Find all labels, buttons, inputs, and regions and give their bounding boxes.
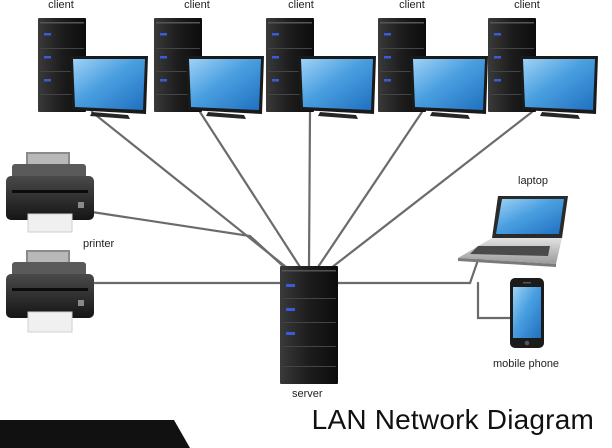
client-computer — [378, 18, 488, 119]
client-label: client — [184, 0, 210, 11]
client-computer — [266, 18, 376, 119]
monitor — [70, 56, 148, 119]
printer-device — [6, 152, 94, 233]
cable-client-5 — [320, 110, 534, 277]
monitor — [410, 56, 488, 119]
cable-client-3 — [307, 110, 312, 268]
client-label: client — [399, 0, 425, 11]
client-computer — [38, 18, 148, 119]
server-label: server — [292, 388, 323, 400]
mobile-phone-device — [510, 278, 544, 348]
laptop-label: laptop — [518, 175, 548, 187]
cable-phone — [476, 281, 512, 320]
monitor — [298, 56, 376, 119]
mobile-phone-label: mobile phone — [493, 358, 560, 370]
client-label: client — [288, 0, 314, 11]
monitor — [520, 56, 598, 119]
laptop-device — [458, 196, 568, 267]
cable-printer-1 — [90, 210, 298, 280]
cable-client-4 — [314, 110, 424, 272]
printer-device — [6, 250, 94, 333]
printer-label: printer — [83, 238, 115, 250]
client-label: client — [48, 0, 74, 11]
client-label: client — [514, 0, 540, 11]
title-bar-shape — [0, 420, 190, 448]
cable-client-2 — [198, 110, 304, 272]
server-tower — [280, 266, 338, 384]
client-computer — [154, 18, 264, 119]
network-cables — [88, 110, 534, 320]
diagram-title: LAN Network Diagram — [311, 404, 594, 435]
client-computer — [488, 18, 598, 119]
monitor — [186, 56, 264, 119]
